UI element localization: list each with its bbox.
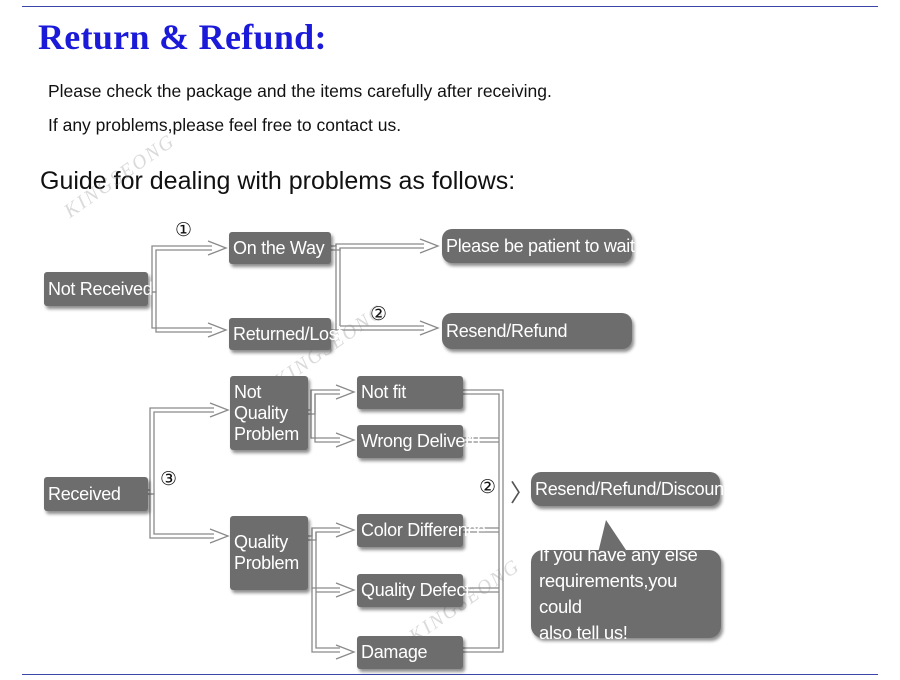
guide-heading: Guide for dealing with problems as follo…: [40, 167, 516, 195]
node-not-fit: Not fit: [357, 376, 463, 409]
node-quality-defect: Quality Defect: [357, 574, 470, 607]
node-quality-problem: Quality Problem: [230, 516, 308, 590]
step-marker-1: ①: [175, 219, 193, 241]
speech-bubble: If you have any else requirements,you co…: [531, 544, 721, 643]
node-damage: Damage: [357, 636, 463, 669]
intro-line-2: If any problems,please feel free to cont…: [48, 115, 402, 135]
node-received: Received: [44, 477, 148, 511]
intro-line-1: Please check the package and the items c…: [48, 81, 552, 101]
node-resend-refund-discount: Resend/Refund/Discount: [531, 472, 729, 506]
node-color-difference: Color Difference: [357, 514, 486, 547]
step-marker-3: ③: [160, 468, 178, 490]
chevron-right-icon: 〉: [510, 479, 534, 507]
step-marker-2: ②: [370, 303, 388, 325]
node-be-patient: Please be patient to wait: [442, 229, 635, 263]
node-not-received: Not Received: [44, 272, 153, 306]
top-rule: [22, 6, 878, 7]
node-returned-lost: Returned/Lost: [229, 318, 342, 350]
node-not-quality-problem: Not Quality Problem: [230, 376, 308, 450]
step-marker-2-lower: ②: [479, 476, 497, 498]
node-wrong-delivery: Wrong Deliveru: [357, 425, 481, 458]
node-on-the-way: On the Way: [229, 232, 331, 264]
page-title: Return & Refund:: [38, 17, 327, 57]
node-resend-refund: Resend/Refund: [442, 313, 632, 349]
bottom-rule: [22, 674, 878, 675]
